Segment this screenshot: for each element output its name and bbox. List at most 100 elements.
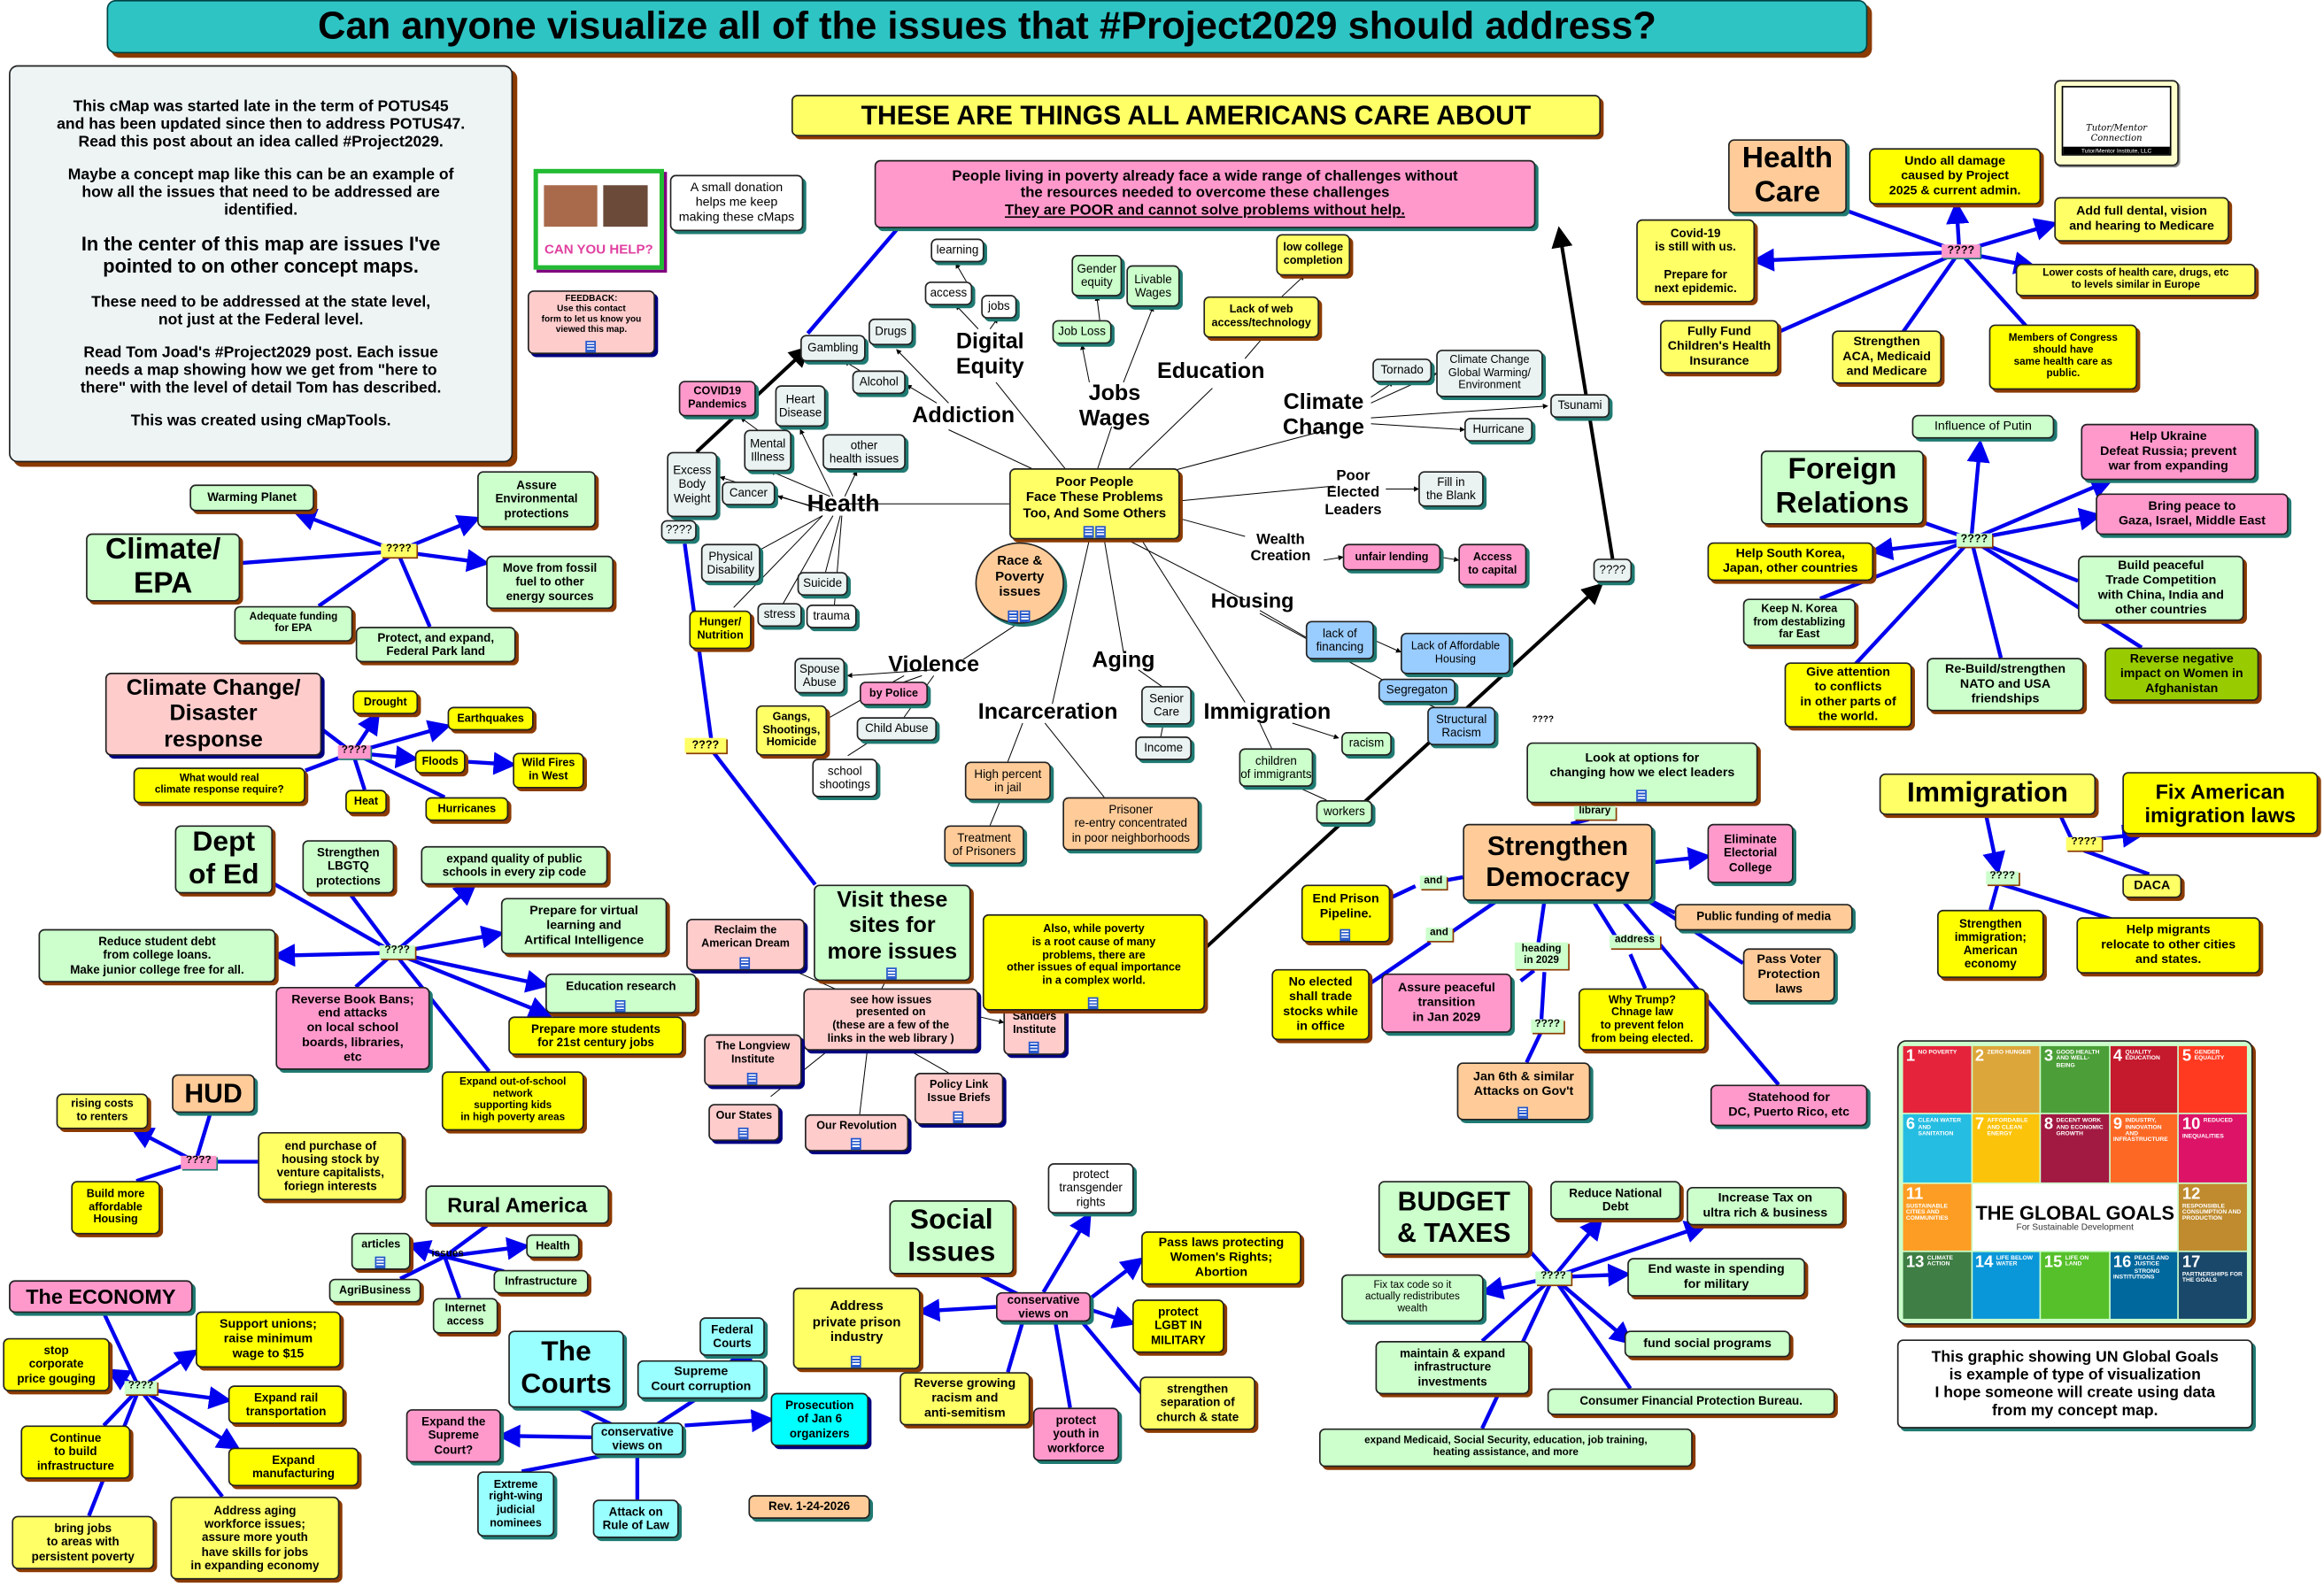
connection-line (1281, 274, 1305, 297)
document-link-icon[interactable] (746, 1073, 758, 1085)
node-spouse: Spouse Abuse (794, 658, 845, 694)
node-wildfires: Wild Fires in West (513, 752, 584, 789)
connection-line (1970, 537, 2143, 650)
document-link-icon[interactable] (1008, 610, 1019, 623)
node-addiction: Addiction (912, 403, 1015, 429)
document-link-icon[interactable] (1082, 526, 1093, 538)
connection-line (1519, 968, 1536, 982)
connection-line (406, 1240, 445, 1262)
connection-line (393, 951, 550, 993)
node-segregation: Segregaton (1378, 678, 1455, 703)
sdg-number: 6 (1905, 1116, 1916, 1135)
connection-line (317, 549, 398, 608)
connection-line (1628, 953, 1648, 990)
node-race[interactable]: Race & Poverty issues (975, 542, 1065, 624)
concept-map-link-icon[interactable] (1019, 610, 1031, 623)
connection-line (272, 944, 395, 967)
node-virtual: Prepare for virtual learning and Artific… (500, 898, 668, 955)
connection-line (1007, 722, 1023, 762)
node-public-media: Public funding of media (1674, 904, 1853, 931)
document-link-icon[interactable] (374, 1256, 386, 1269)
document-link-icon[interactable] (585, 341, 596, 353)
poverty-statement: People living in poverty already face a … (874, 159, 1536, 228)
node-agri: AgriBusiness (328, 1278, 421, 1303)
node-voter: Pass Voter Protection laws (1742, 948, 1835, 1002)
document-link-icon[interactable] (1087, 997, 1099, 1010)
node-fossil: Move from fossil fuel to other energy so… (486, 555, 614, 610)
sdg-number: 10 (2181, 1116, 2201, 1135)
document-link-icon[interactable] (1340, 928, 1351, 942)
node-protect-land: Protect, and expand, Federal Park land (355, 627, 516, 663)
connection-line (1160, 722, 1164, 738)
node-trauma: trauma (806, 605, 857, 628)
global-goals-title: THE GLOBAL GOALS (1975, 1201, 2174, 1224)
node-fill: Fill in the Blank (1418, 471, 1484, 507)
connection-line (1440, 556, 1460, 562)
connection-line (1080, 344, 1090, 383)
node-build-housing: Build more affordable Housing (71, 1181, 160, 1235)
connection-line (392, 951, 491, 1073)
connection-line (1373, 639, 1401, 653)
node-covid-prep: Covid-19 is still with us. Prepare for n… (1636, 219, 1756, 303)
connection-line (709, 748, 817, 886)
connection-line (1179, 518, 1246, 537)
document-link-icon[interactable] (739, 957, 751, 969)
connection-line (948, 429, 1038, 472)
node-visit[interactable]: Visit these sites for more issues (814, 884, 971, 982)
node-ed-research[interactable]: Education research (545, 973, 697, 1014)
node-q-ed: ???? (379, 945, 415, 959)
node-tsunami: Tsunami (1550, 394, 1610, 419)
connection-line (193, 1112, 212, 1163)
node-cancer: Cancer (722, 481, 776, 505)
node-extreme: Extreme right-wing judicial nominees (477, 1471, 555, 1537)
node-stop-gouging: stop corporate price gouging (3, 1337, 110, 1391)
connection-line (1370, 381, 1394, 398)
document-link-icon[interactable] (1636, 790, 1647, 802)
concept-map-link-icon[interactable] (1094, 526, 1106, 538)
connection-line (859, 1052, 868, 1114)
node-alcohol: Alcohol (852, 370, 906, 395)
sdg-number: 14 (1974, 1252, 1994, 1271)
connection-line (1480, 1275, 1555, 1343)
node-continue-infra: Continue to build infrastructure (20, 1425, 131, 1479)
sdg-label: LIFE BELOW WATER (1996, 1252, 2034, 1267)
node-lower-costs: Lower costs of health care, drugs, etc t… (2015, 263, 2256, 297)
document-link-icon[interactable] (953, 1111, 964, 1123)
connection-line (962, 621, 1021, 660)
node-feedback[interactable]: FEEDBACK: Use this contact form to let u… (527, 290, 655, 355)
connection-line (955, 304, 979, 329)
donation-flyer-image[interactable]: CAN YOU HELP? (533, 168, 664, 270)
node-financing: lack of financing (1305, 620, 1374, 659)
node-private-prison[interactable]: Address private prison industry (792, 1287, 921, 1369)
connection-line (1259, 610, 1307, 638)
connection-line (1138, 669, 1164, 689)
node-budget: BUDGET & TAXES (1378, 1181, 1530, 1255)
node-affordable: Lack of Affordable Housing (1401, 632, 1510, 674)
intro-text-box: This cMap was started late in the term o… (9, 65, 513, 463)
node-also[interactable]: Also, while poverty is a root cause of m… (982, 913, 1206, 1011)
document-link-icon[interactable] (850, 1137, 861, 1151)
sdg-number: 16 (2112, 1252, 2132, 1271)
document-link-icon[interactable] (886, 967, 897, 980)
node-look-options[interactable]: Look at options for changing how we elec… (1526, 742, 1758, 804)
node-income: Income (1135, 736, 1192, 760)
node-q-dem: ???? (1531, 1019, 1564, 1033)
node-gangs: Gangs, Shootings, Homicide (755, 705, 828, 756)
node-mental: Mental Illness (744, 429, 791, 472)
document-link-icon[interactable] (737, 1127, 749, 1140)
document-link-icon[interactable] (1028, 1041, 1039, 1054)
connection-line (497, 1424, 593, 1448)
connection-line (757, 515, 823, 552)
node-dept-ed: Dept of Ed (174, 825, 274, 894)
node-jan6[interactable]: Jan 6th & similar Attacks on Gov't (1456, 1062, 1591, 1121)
connection-line (1946, 200, 1970, 252)
node-strengthen-imm: Strengthen immigration; American economy (1937, 909, 2044, 978)
node-longview[interactable]: The Longview Institute (704, 1034, 802, 1087)
node-and1: and (1419, 875, 1447, 890)
document-link-icon[interactable] (850, 1355, 861, 1368)
document-link-icon[interactable] (614, 1000, 626, 1013)
document-link-icon[interactable] (1517, 1106, 1528, 1119)
tutor-mentor-logo[interactable]: Tutor/Mentor Connection Tutor/Mentor Ins… (2054, 80, 2179, 166)
